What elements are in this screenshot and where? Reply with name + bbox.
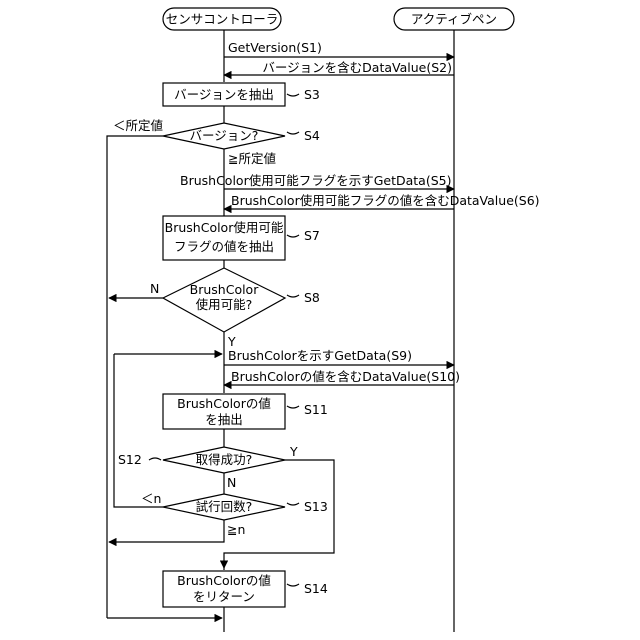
decision-s8: BrushColor 使用可能? S8 N Y [150,268,320,349]
message-s6: BrushColor使用可能フラグの値を含むDataValue(S6) [224,193,540,209]
process-s3: バージョンを抽出 S3 [163,83,320,106]
process-s11: BrushColorの値 を抽出 S11 [163,394,328,429]
process-s7: BrushColor使用可能 フラグの値を抽出 S7 [163,216,320,260]
step-label-s8: S8 [304,290,320,305]
leader-s7 [287,235,299,237]
step-label-s13: S13 [304,499,328,514]
process-s14: BrushColorの値 をリターン S14 [163,571,328,607]
process-s3-text: バージョンを抽出 [174,87,274,102]
step-label-s4: S4 [304,128,320,143]
step-label-s11: S11 [304,402,328,417]
message-s10: BrushColorの値を含むDataValue(S10) [224,369,460,385]
leader-s3 [287,94,299,96]
leader-s11 [287,406,299,408]
lane-label-sensor-controller: センサコントローラ [166,12,279,27]
branch-s13-less: ＜n [141,491,161,506]
message-s1: GetVersion(S1) [224,40,454,57]
message-s2: バージョンを含むDataValue(S2) [224,60,454,75]
process-s11-line1: BrushColorの値 [177,396,271,411]
step-label-s12: S12 [118,452,142,467]
message-s10-label: BrushColorの値を含むDataValue(S10) [231,369,460,384]
message-s5-label: BrushColor使用可能フラグを示すGetData(S5) [180,173,451,188]
leader-s14 [287,584,299,586]
connector-s13-more [109,534,224,542]
leader-s4 [287,132,299,134]
process-s14-line1: BrushColorの値 [177,573,271,588]
branch-s4-high: ≧所定値 [228,151,276,166]
step-label-s14: S14 [304,581,328,596]
decision-s4-text: バージョン? [190,128,259,143]
decision-s12-text: 取得成功? [196,452,253,467]
message-s1-label: GetVersion(S1) [228,40,322,55]
decision-s13-text: 試行回数? [196,499,253,514]
connector-s13-loop [114,354,163,507]
decision-s12: 取得成功? S12 Y N [118,444,298,490]
branch-s12-yes: Y [289,444,298,459]
decision-s4: バージョン? S4 ＜所定値 ≧所定値 [113,118,320,166]
leader-s13 [287,503,299,505]
step-label-s7: S7 [304,228,320,243]
lane-sensor-controller: センサコントローラ [163,8,281,30]
process-s7-line2: フラグの値を抽出 [174,239,274,254]
message-s9: BrushColorを示すGetData(S9) [224,348,454,365]
message-s5: BrushColor使用可能フラグを示すGetData(S5) [180,173,454,189]
process-s11-line2: を抽出 [205,412,243,427]
decision-s8-line1: BrushColor [190,282,260,297]
leader-s12 [149,458,161,460]
connector-s4-low [107,136,163,618]
lane-active-pen: アクティブペン [394,8,514,30]
lane-label-active-pen: アクティブペン [411,12,497,27]
branch-s8-no: N [150,281,159,296]
step-label-s3: S3 [304,87,320,102]
message-s2-label: バージョンを含むDataValue(S2) [262,60,452,75]
leader-s8 [287,295,299,297]
branch-s12-no: N [227,475,236,490]
message-s9-label: BrushColorを示すGetData(S9) [228,348,412,363]
branch-s4-low: ＜所定値 [113,118,163,133]
process-s14-line2: をリターン [193,589,255,604]
branch-s8-yes: Y [227,334,236,349]
process-s7-line1: BrushColor使用可能 [165,220,284,235]
decision-s13: 試行回数? S13 ＜n ≧n [141,491,328,537]
decision-s8-line2: 使用可能? [196,297,253,312]
message-s6-label: BrushColor使用可能フラグの値を含むDataValue(S6) [231,193,540,208]
branch-s13-more: ≧n [227,522,245,537]
